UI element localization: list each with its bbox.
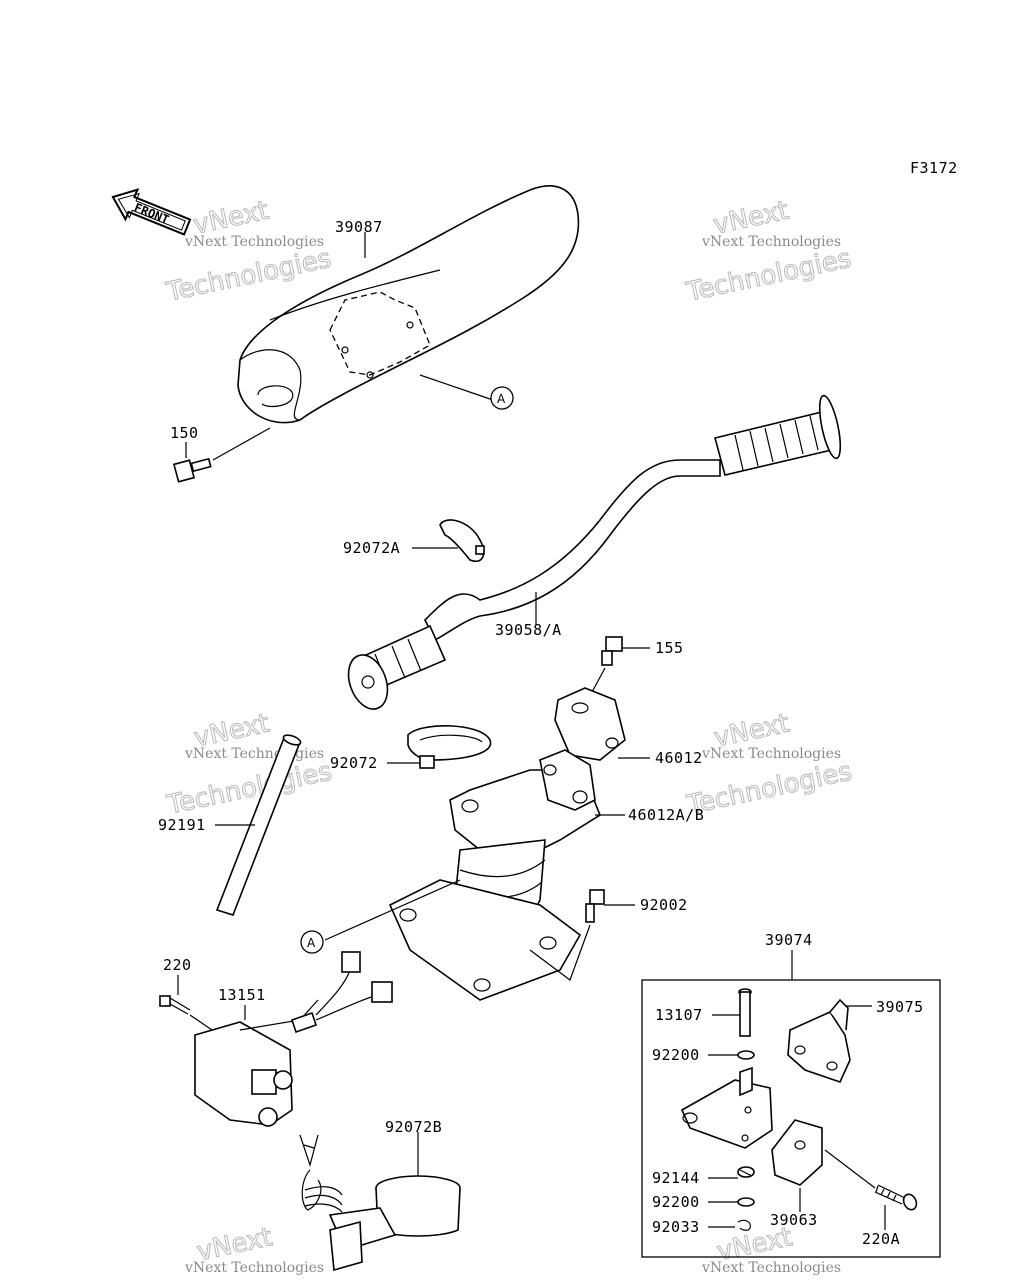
watermark-text: vNext Technologies [701,746,841,762]
reference-marker-a-2 [300,930,324,954]
part-label-92200-top: 92200 [652,1046,700,1064]
reference-marker-a-label-2: A [307,936,316,950]
watermark-text: vNext Technologies [184,746,324,762]
lever-assembly [680,1066,773,1149]
washer-92200-top [737,1050,755,1060]
switch-13151 [194,951,393,1127]
watermark-text: vNext Technologies [184,1260,324,1276]
part-label-220a: 220A [862,1230,900,1248]
part-label-92072: 92072 [330,754,378,772]
pin-13107 [738,988,752,1037]
part-label-39074: 39074 [765,931,813,949]
part-label-92144: 92144 [652,1169,700,1187]
svg-text:Technologies: Technologies [163,244,334,308]
bolt-92002 [585,889,605,923]
watermark-text: vNext Technologies [701,1260,841,1276]
band-92072b [328,1175,461,1272]
block-39063 [771,1119,823,1186]
reference-marker-a [490,386,514,410]
screw-220a [874,1184,918,1211]
washer-92200-bottom [737,1197,755,1207]
part-label-46012ab: 46012A/B [628,806,704,824]
watermark-text: vNext Technologies [184,234,324,250]
part-label-150: 150 [170,424,199,442]
spring-92144 [737,1166,755,1178]
reference-marker-a-label: A [497,392,506,406]
part-label-46012: 46012 [655,749,703,767]
part-label-220: 220 [163,956,192,974]
part-label-92033: 92033 [652,1218,700,1236]
holder-46012ab [388,749,601,1001]
bracket-39075 [787,998,851,1083]
svg-text:Technologies: Technologies [684,757,855,821]
handlebar-cover-39087 [237,185,580,424]
part-label-13107: 13107 [655,1006,703,1024]
figure-code: F3172 [910,159,958,177]
part-label-92200-bottom: 92200 [652,1193,700,1211]
part-label-92072b: 92072B [385,1118,442,1136]
screw-220 [159,995,191,1015]
svg-text:Technologies: Technologies [683,244,854,308]
lanyard-clip [299,1134,343,1213]
part-label-39087: 39087 [335,218,383,236]
part-label-92002: 92002 [640,896,688,914]
handlebar-39058a [347,394,842,710]
svg-text:Technologies: Technologies [164,757,335,821]
assembly-box-39074 [641,979,941,1258]
bolt-150 [172,457,212,483]
part-label-39063: 39063 [770,1211,818,1229]
front-arrow-icon: FRONT [111,188,192,236]
grip-right [714,394,842,476]
part-label-92191: 92191 [158,816,206,834]
band-92072a [439,519,485,562]
clamp-46012 [554,687,626,761]
part-label-39058a: 39058/A [495,621,562,639]
tube-92191 [215,734,302,916]
part-label-155: 155 [655,639,684,657]
clip-92033 [737,1219,751,1231]
part-label-13151: 13151 [218,986,266,1004]
watermark-text: vNext Technologies [701,234,841,250]
bolt-155 [601,636,623,666]
part-label-92072a: 92072A [343,539,400,557]
band-92072 [407,725,492,769]
part-label-39075: 39075 [876,998,924,1016]
grip-left [347,624,447,710]
